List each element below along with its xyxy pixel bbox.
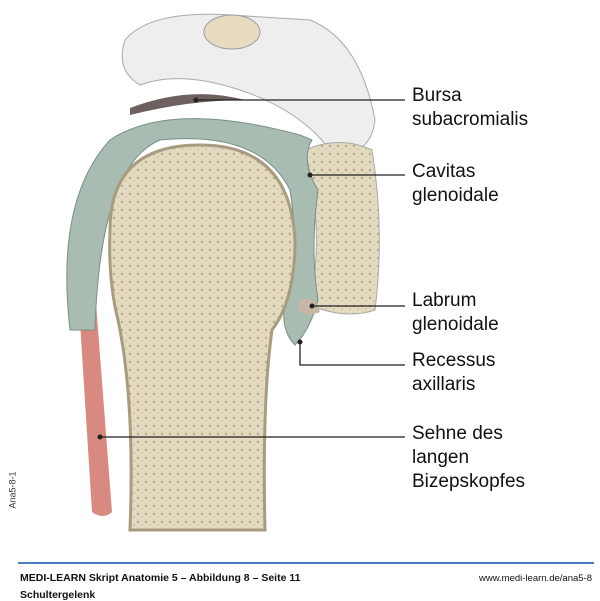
label-biceps-tendon: Sehne des langen Bizepskopfes [412, 422, 525, 494]
label-line: glenoidale [412, 185, 499, 206]
footer-title: Schultergelenk [20, 589, 96, 601]
joint-capsule [66, 118, 319, 346]
label-line: Labrum [412, 290, 477, 311]
label-line: langen [412, 447, 470, 468]
leader-lines [100, 99, 405, 438]
label-line: glenoidale [412, 314, 499, 335]
glenoid [304, 142, 380, 315]
shoulder-illustration [66, 13, 405, 532]
label-line: Recessus [412, 350, 496, 371]
biceps-tendon [78, 290, 112, 516]
label-labrum-glenoidale: Labrum glenoidale [412, 289, 499, 337]
label-line: axillaris [412, 374, 476, 395]
label-bursa-subacromialis: Bursa subacromialis [412, 84, 528, 132]
label-line: Cavitas [412, 161, 476, 182]
humerus [108, 143, 297, 532]
labrum [298, 298, 320, 315]
label-recessus-axillaris: Recessus axillaris [412, 349, 495, 397]
label-line: Bursa [412, 85, 462, 106]
label-cavitas-glenoidale: Cavitas glenoidale [412, 160, 499, 208]
acromion-cut [203, 14, 261, 50]
footer-url[interactable]: www.medi-learn.de/ana5-8 [478, 573, 592, 584]
footer-source: MEDI-LEARN Skript Anatomie 5 – Abbildung… [20, 572, 301, 584]
footer-divider [18, 562, 594, 564]
label-line: Sehne des [412, 423, 503, 444]
leader-dots [97, 97, 315, 440]
figure-id: Ana5-8-1 [7, 471, 18, 509]
bursa-subacromialis [130, 94, 245, 115]
label-line: Bizepskopfes [412, 471, 526, 492]
label-line: subacromialis [412, 109, 529, 130]
